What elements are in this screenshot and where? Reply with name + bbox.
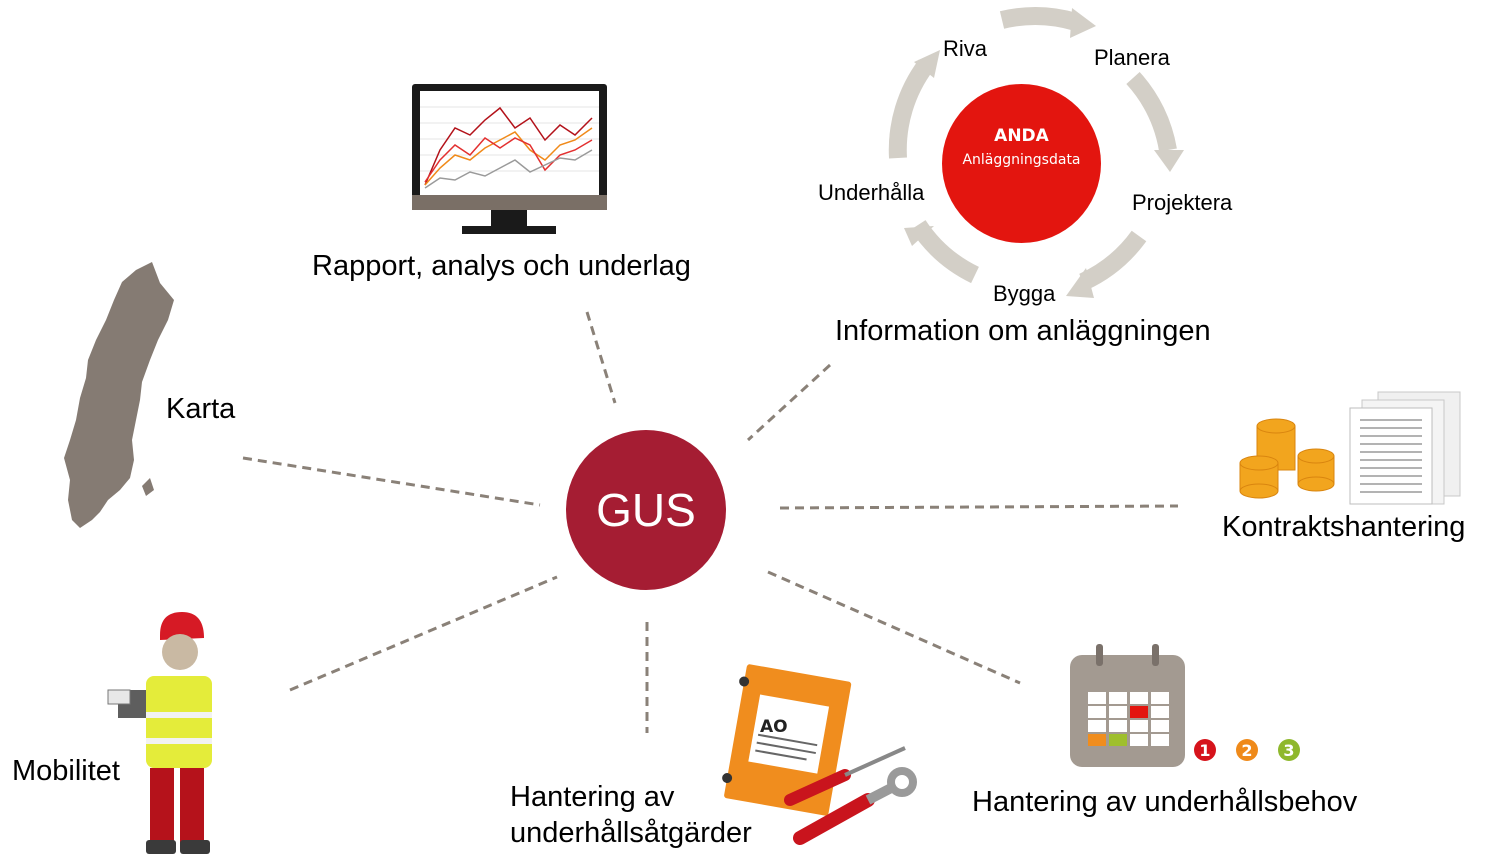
cycle-arrow-top xyxy=(999,7,1079,31)
cycle-arrow-right xyxy=(1126,71,1177,152)
connector-mobilitet xyxy=(289,575,558,692)
calendar-cell xyxy=(1088,734,1106,746)
gus-hub: GUS xyxy=(566,430,726,590)
cycle-arrow-lower-right xyxy=(1079,230,1147,291)
label-mobilitet: Mobilitet xyxy=(12,755,120,787)
label-kontraktshantering: Kontraktshantering xyxy=(1222,511,1466,543)
cycle-step-projektera: Projektera xyxy=(1132,190,1233,215)
label-karta: Karta xyxy=(166,393,236,425)
calendar-grid xyxy=(1088,692,1172,748)
cycle-arrow-left xyxy=(888,59,934,159)
sweden-map-icon xyxy=(64,262,174,528)
calendar-cell xyxy=(1109,720,1127,732)
calendar-cell xyxy=(1088,706,1106,718)
calendar-cell xyxy=(1109,734,1127,746)
label-information: Information om anläggningen xyxy=(835,315,1211,347)
calendar-cell xyxy=(1151,720,1169,732)
cycle-step-riva: Riva xyxy=(943,36,988,61)
hub-label: GUS xyxy=(596,484,696,536)
calendar-cell xyxy=(1151,692,1169,704)
cycle-step-underhalla: Underhålla xyxy=(818,180,925,205)
calendar-cell xyxy=(1130,720,1148,732)
calendar-cell xyxy=(1151,706,1169,718)
worker-icon xyxy=(107,612,212,854)
calendar-cell xyxy=(1130,706,1148,718)
calendar-cell xyxy=(1109,692,1127,704)
calendar-cell xyxy=(1088,692,1106,704)
label-behov: Hantering av underhållsbehov xyxy=(972,786,1358,818)
anda-title: ANDA xyxy=(994,126,1049,146)
label-atgarder-line2: underhållsåtgärder xyxy=(510,817,752,849)
calendar-cell xyxy=(1130,734,1148,746)
connector-behov xyxy=(767,570,1021,685)
calendar-cell xyxy=(1130,692,1148,704)
cycle-step-planera: Planera xyxy=(1094,45,1170,70)
priority-badge-2: 2 xyxy=(1236,739,1258,761)
coins-icon xyxy=(1239,418,1335,499)
connector-rapport xyxy=(585,311,617,404)
anda-subtitle: Anläggningsdata xyxy=(962,152,1081,168)
cycle-step-bygga: Bygga xyxy=(993,281,1056,306)
label-atgarder-line1: Hantering av xyxy=(510,781,675,813)
work-order-icon xyxy=(722,664,852,816)
work-order-label: AO xyxy=(760,717,788,737)
calendar-cell xyxy=(1088,720,1106,732)
connector-karta xyxy=(242,456,541,507)
connector-information xyxy=(746,363,832,442)
label-rapport: Rapport, analys och underlag xyxy=(312,250,691,282)
calendar-cell xyxy=(1151,734,1169,746)
anda-circle: ANDA Anläggningsdata xyxy=(942,84,1101,243)
wrench-icon xyxy=(793,767,917,845)
screwdriver-icon xyxy=(784,746,906,806)
connector-kontrakt xyxy=(779,504,1179,510)
priority-badge-1: 1 xyxy=(1194,739,1216,761)
priority-badge-3: 3 xyxy=(1278,739,1300,761)
monitor-chart-icon xyxy=(412,84,607,234)
documents-icon xyxy=(1349,391,1461,505)
calendar-cell xyxy=(1109,706,1127,718)
